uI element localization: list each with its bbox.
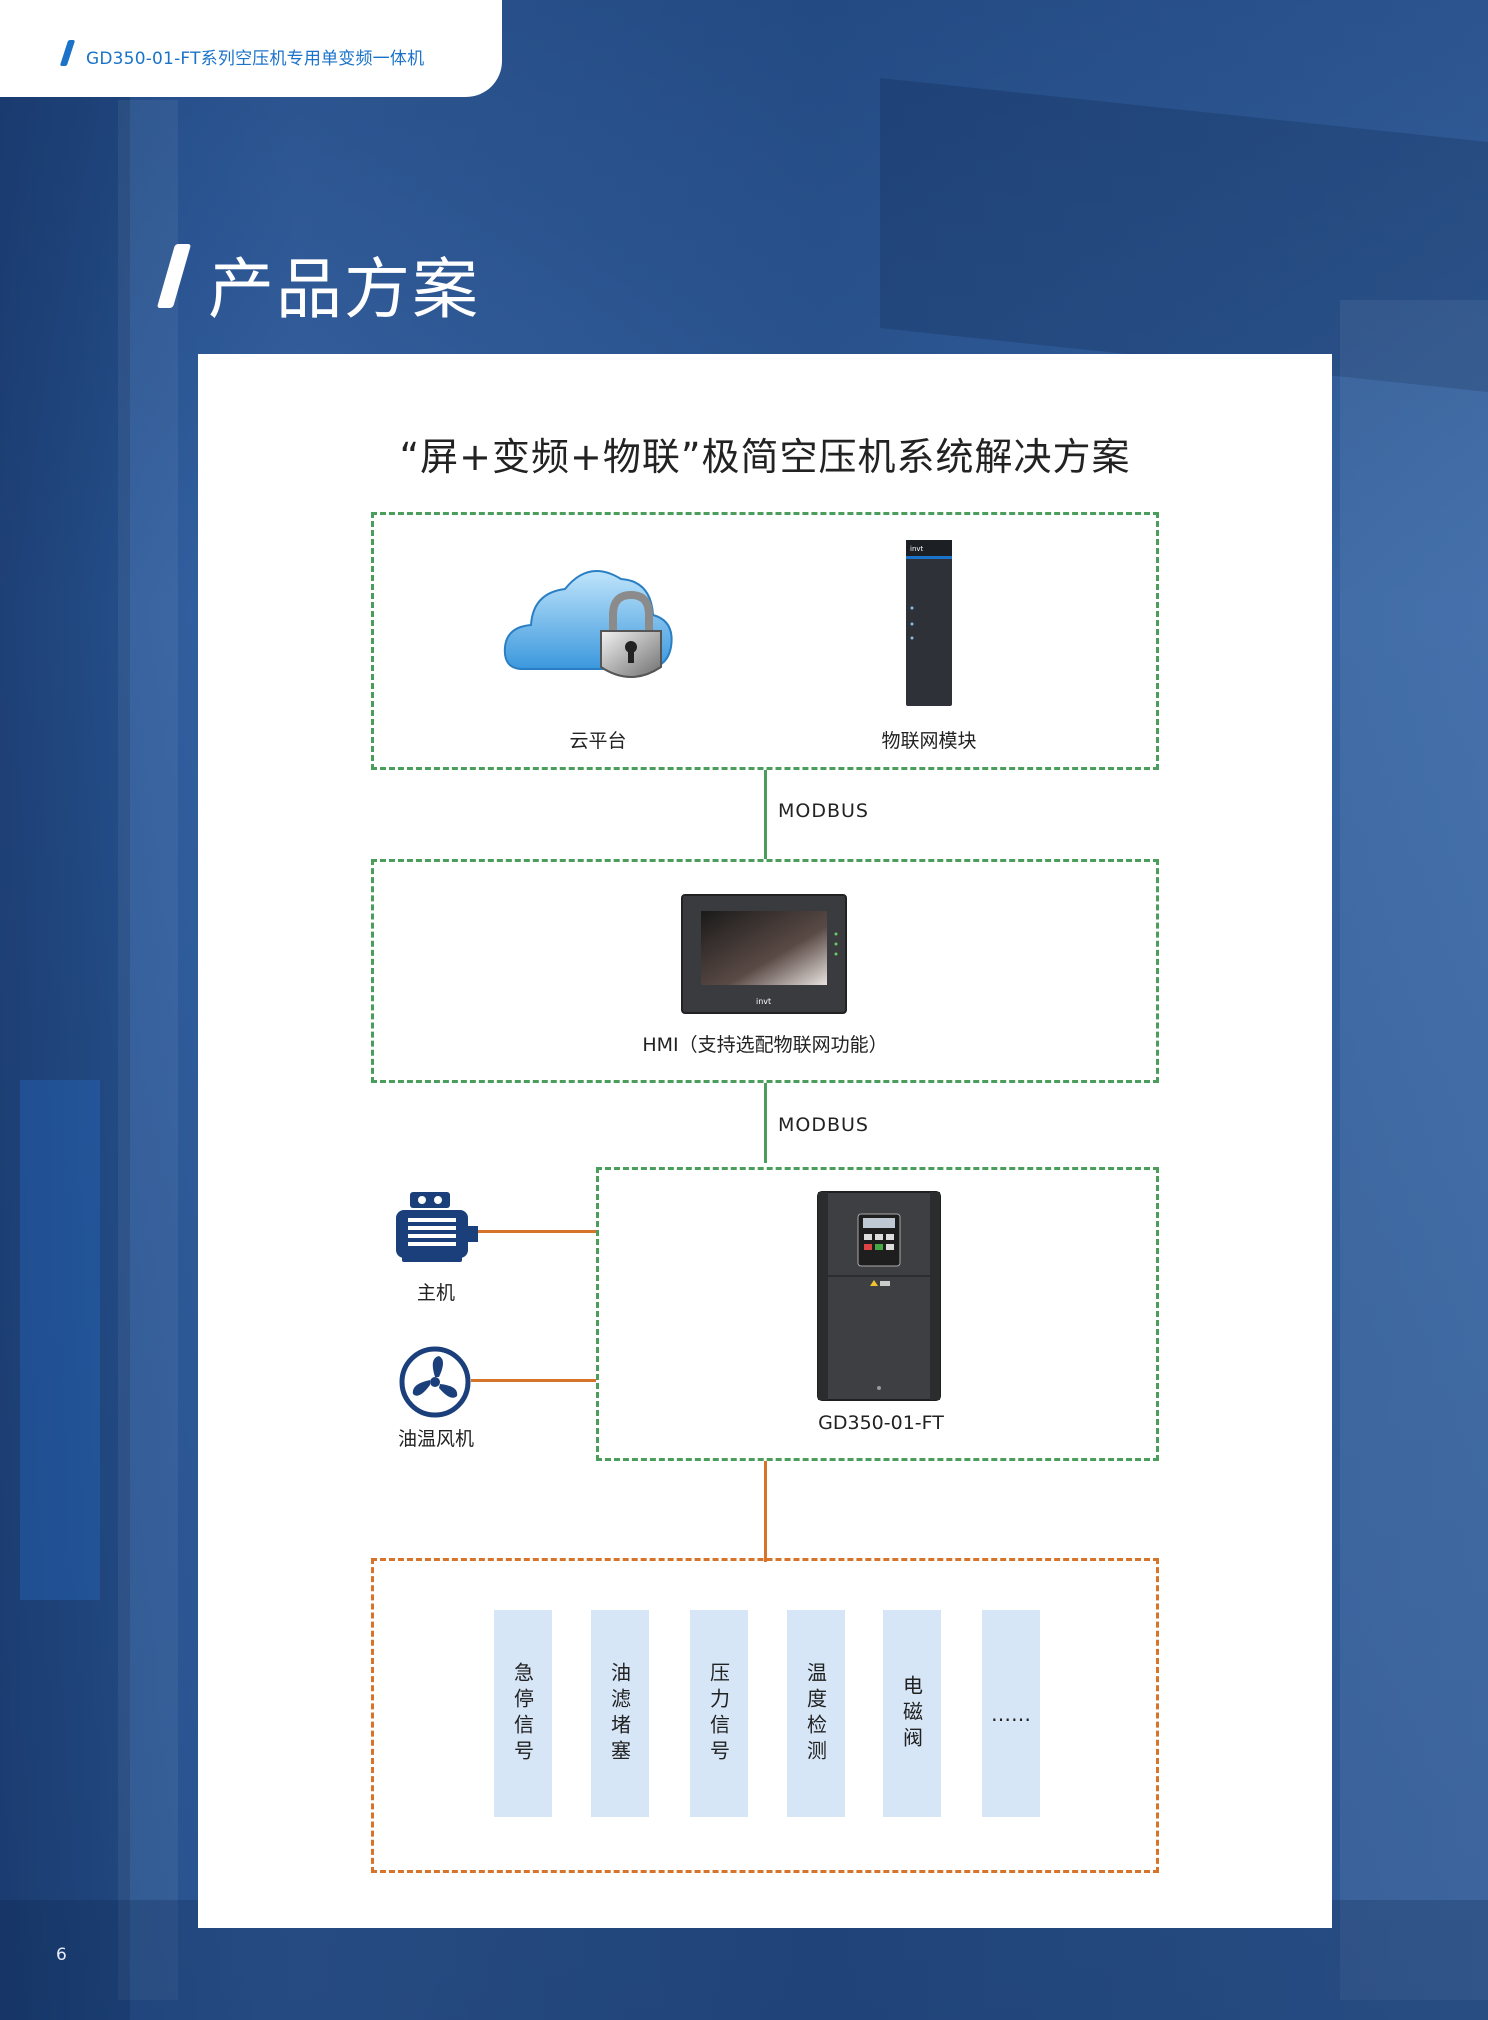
modbus-label-1: MODBUS bbox=[778, 800, 869, 822]
fan-label: 油温风机 bbox=[397, 1428, 474, 1450]
vfd-drive-icon bbox=[817, 1191, 941, 1401]
header-title: GD350-01-FT系列空压机专用单变频一体机 bbox=[86, 49, 425, 69]
header-tab: GD350-01-FT系列空压机专用单变频一体机 bbox=[0, 0, 502, 97]
signal-link bbox=[764, 1461, 767, 1562]
modbus-link-1 bbox=[764, 770, 767, 859]
hmi-label: HMI（支持选配物联网功能） bbox=[642, 1034, 888, 1056]
motor-icon bbox=[396, 1192, 478, 1262]
modbus-link-2 bbox=[764, 1083, 767, 1163]
diagram-title: “屏+变频+物联”极简空压机系统解决方案 bbox=[399, 435, 1131, 479]
signal-pressure: 压力信号 bbox=[690, 1610, 748, 1817]
svg-text:invt: invt bbox=[756, 997, 771, 1006]
signal-temperature: 温度检测 bbox=[787, 1610, 845, 1817]
iot-module-label: 物联网模块 bbox=[881, 730, 977, 752]
diagram-panel: “屏+变频+物联”极简空压机系统解决方案 云平台 invt 物联网模块 MODB… bbox=[198, 354, 1332, 1928]
svg-text:invt: invt bbox=[910, 545, 924, 553]
drive-label: GD350-01-FT bbox=[818, 1412, 944, 1434]
motor-link bbox=[478, 1230, 596, 1233]
signal-label: 电磁阀 bbox=[899, 1674, 924, 1753]
hmi-box bbox=[371, 859, 1159, 1083]
cloud-lock-icon bbox=[503, 570, 673, 678]
signal-label: 急停信号 bbox=[510, 1661, 535, 1766]
signal-label: 温度检测 bbox=[803, 1661, 828, 1766]
signal-label: …… bbox=[991, 1701, 1031, 1726]
hmi-screen-icon: invt bbox=[681, 894, 847, 1014]
signal-more: …… bbox=[982, 1610, 1040, 1817]
cloud-iot-box bbox=[371, 512, 1159, 770]
signals-box bbox=[371, 1558, 1159, 1873]
page-number: 6 bbox=[56, 1945, 67, 1965]
section-title-text: 产品方案 bbox=[208, 251, 480, 328]
cloud-label: 云平台 bbox=[569, 730, 627, 752]
fan-link bbox=[471, 1379, 596, 1382]
fan-icon bbox=[399, 1346, 471, 1418]
signal-solenoid-valve: 电磁阀 bbox=[883, 1610, 941, 1817]
iot-module-icon: invt bbox=[906, 540, 952, 706]
modbus-label-2: MODBUS bbox=[778, 1114, 869, 1136]
signal-label: 油滤堵塞 bbox=[607, 1661, 632, 1766]
signal-emergency-stop: 急停信号 bbox=[494, 1610, 552, 1817]
motor-label: 主机 bbox=[416, 1282, 455, 1304]
signal-label: 压力信号 bbox=[706, 1661, 731, 1766]
drive-box bbox=[596, 1167, 1159, 1461]
signal-oil-filter: 油滤堵塞 bbox=[591, 1610, 649, 1817]
header-slash bbox=[59, 40, 76, 66]
